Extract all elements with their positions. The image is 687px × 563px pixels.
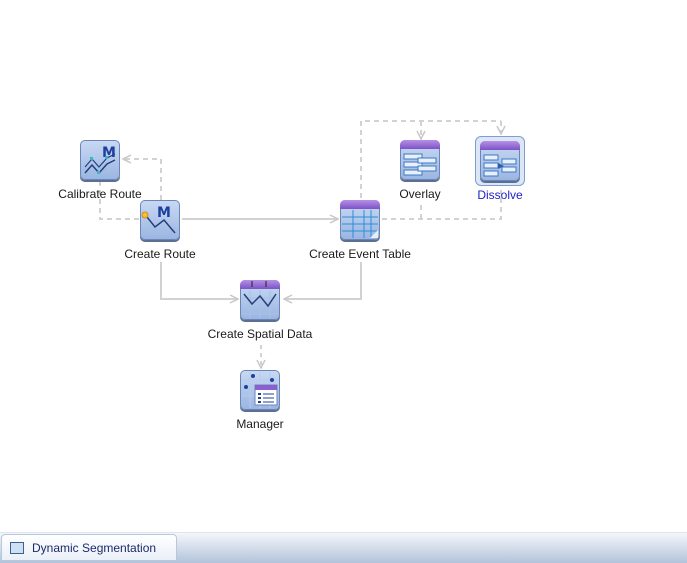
node-label: Manager [236, 417, 284, 431]
node-dissolve[interactable]: Dissolve [440, 136, 560, 202]
edge-event-table-to-overlay-top [360, 120, 501, 198]
node-calibrate-route[interactable]: M Calibrate Route [40, 140, 160, 201]
manager-icon [240, 370, 280, 410]
event-table-icon [340, 200, 380, 240]
tab-dynamic-segmentation[interactable]: Dynamic Segmentation [1, 534, 177, 560]
diagram-canvas[interactable]: M Calibrate Route M Create Route [0, 0, 687, 532]
dissolve-icon [475, 136, 525, 186]
calibrate-route-icon: M [80, 140, 120, 180]
overlay-icon [400, 140, 440, 180]
create-route-icon: M [140, 200, 180, 240]
svg-text:M: M [102, 145, 116, 161]
edge-event-table-to-spatial-data [284, 262, 362, 299]
node-label: Dissolve [477, 188, 523, 202]
edge-calibrate-route-to-create-route [99, 181, 140, 220]
node-label: Calibrate Route [58, 187, 142, 201]
node-create-route[interactable]: M Create Route [100, 200, 220, 261]
node-label: Create Event Table [309, 247, 411, 261]
bottom-tab-bar: Dynamic Segmentation [0, 532, 687, 563]
tab-label: Dynamic Segmentation [32, 540, 157, 555]
node-manager[interactable]: Manager [200, 370, 320, 431]
edge-create-route-to-calibrate-route [123, 159, 162, 200]
node-create-event-table[interactable]: Create Event Table [300, 200, 420, 261]
node-overlay[interactable]: Overlay [360, 140, 480, 201]
node-label: Overlay [399, 187, 441, 201]
node-create-spatial-data[interactable]: Create Spatial Data [200, 280, 320, 341]
diagram-icon [10, 541, 24, 554]
spatial-data-icon [240, 280, 280, 320]
node-label: Create Route [124, 247, 196, 261]
edge-create-route-to-spatial-data [160, 262, 238, 299]
svg-text:M: M [157, 205, 171, 221]
diagram-edges [99, 120, 687, 532]
node-label: Create Spatial Data [207, 327, 313, 341]
